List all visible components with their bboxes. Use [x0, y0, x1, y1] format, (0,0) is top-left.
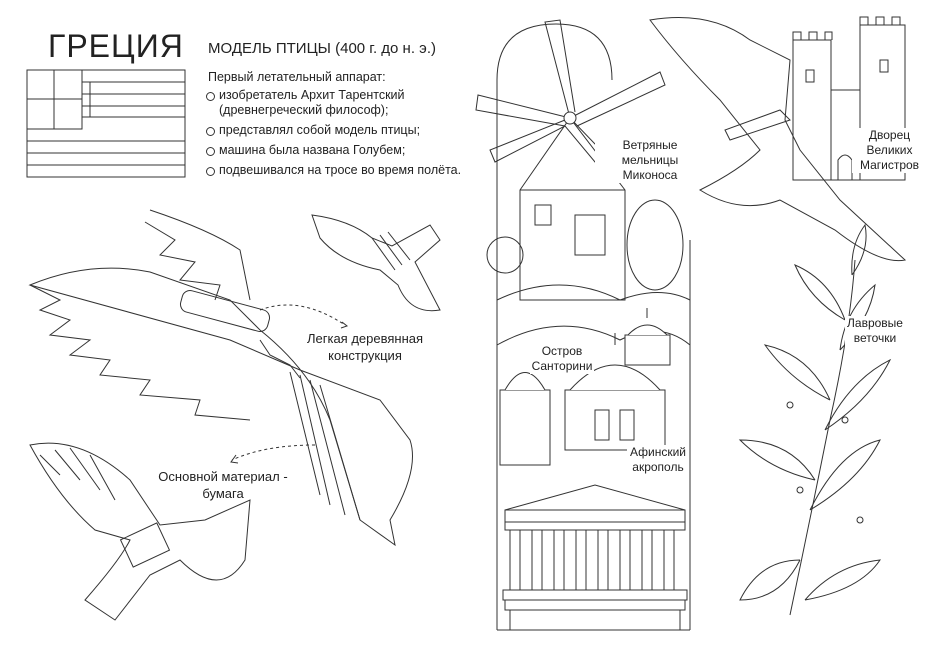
castle-icon: [792, 16, 906, 181]
bird-machine-icon: [311, 214, 441, 312]
parthenon-icon: [502, 484, 688, 631]
laurel-branch-icon: [738, 223, 892, 616]
fact-text: подвешивался на тросе во время полёта.: [219, 163, 462, 177]
fact-text: машина была названа Голубем;: [219, 143, 406, 157]
page-title: ГРЕЦИЯ: [48, 28, 184, 64]
bird-machine-icon: [28, 209, 413, 547]
label-santorini: Остров Санторини: [530, 344, 594, 374]
landmark-column: [496, 23, 691, 631]
list-item: представлял собой модель птицы;: [204, 123, 461, 138]
bird-machine-icon: [649, 17, 907, 262]
intro-text: Первый летательный аппарат:: [208, 70, 386, 84]
section-subtitle: МОДЕЛЬ ПТИЦЫ (400 г. до н. э.): [208, 40, 436, 57]
list-item: машина была названа Голубем;: [204, 143, 461, 158]
fact-text: изобретатель Архит Тарентский (древнегре…: [219, 88, 405, 117]
list-item: изобретатель Архит Тарентский (древнегре…: [204, 88, 419, 118]
greek-flag-icon: [26, 69, 186, 178]
annotation-paper: Основной материал - бумага: [158, 469, 288, 501]
label-laurel: Лавровые веточки: [845, 316, 905, 346]
facts-list: изобретатель Архит Тарентский (древнегре…: [204, 88, 461, 183]
tree-icon: [626, 199, 684, 291]
label-acropolis: Афинский акрополь: [627, 445, 689, 475]
label-palace: Дворец Великих Магистров: [852, 128, 927, 173]
list-item: подвешивался на тросе во время полёта.: [204, 163, 461, 178]
bird-machine-icon: [29, 442, 251, 621]
church-dome-icon: [499, 308, 671, 466]
label-mykonos: Ветряные мельницы Миконоса: [595, 138, 705, 183]
fact-text: представлял собой модель птицы;: [219, 123, 421, 137]
tree-icon: [486, 236, 524, 274]
annotation-wood: Легкая деревянная конструкция: [306, 331, 424, 363]
